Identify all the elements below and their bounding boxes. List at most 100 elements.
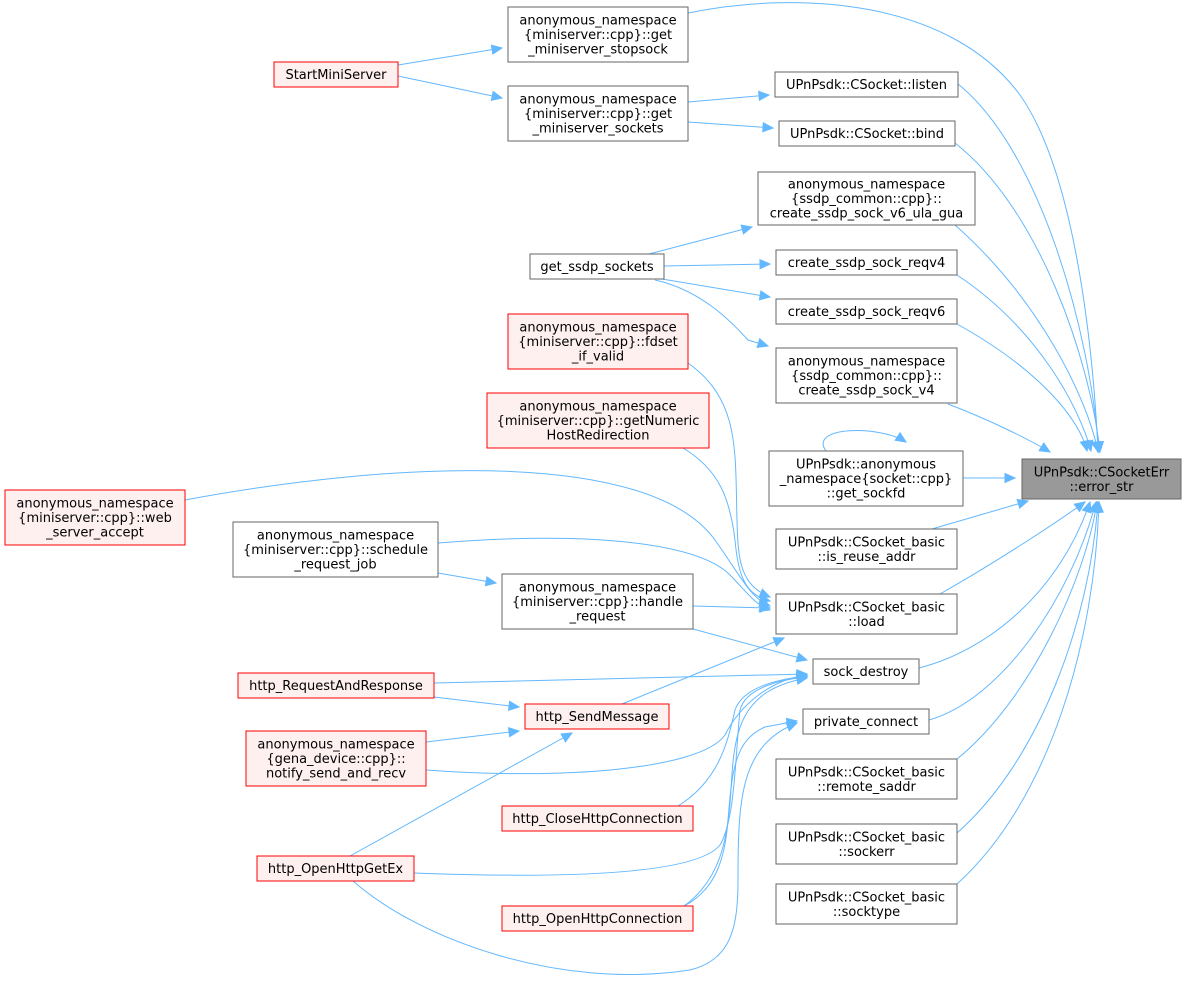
node-label-line: UPnPsdk::CSocket_basic — [788, 600, 945, 615]
node-remote_saddr[interactable]: UPnPsdk::CSocket_basic::remote_saddr — [775, 758, 958, 800]
edge-handle-to-load — [692, 628, 809, 663]
edge-load-to-error_str — [939, 501, 1086, 595]
edge-line — [692, 628, 808, 661]
edge-line — [397, 75, 503, 99]
node-label-line: {miniserver::cpp}::fdset — [518, 335, 677, 350]
edge-line — [928, 501, 1097, 721]
node-label-line: UPnPsdk::CSocket_basic — [788, 890, 945, 905]
node-load[interactable]: UPnPsdk::CSocket_basic::load — [775, 593, 958, 635]
node-box — [232, 521, 439, 578]
node-sock_v4[interactable]: anonymous_namespace{ssdp_common::cpp}::c… — [775, 347, 958, 404]
edge-arrowhead — [758, 90, 771, 102]
node-sock_destroy[interactable]: sock_destroy — [812, 658, 920, 685]
node-private_connect[interactable]: private_connect — [802, 708, 930, 735]
node-box — [486, 392, 710, 449]
edge-arrowhead — [490, 44, 504, 55]
node-label-line: get_ssdp_sockets — [540, 260, 653, 275]
edge-line — [931, 500, 1029, 530]
node-handle[interactable]: anonymous_namespace{miniserver::cpp}::ha… — [501, 573, 694, 630]
edge-sock_destroy-to-error_str — [433, 668, 809, 684]
node-label-line: ::sockerr — [838, 845, 895, 860]
node-label-line: {miniserver::cpp}::schedule — [243, 543, 428, 558]
node-label-line: create_ssdp_sock_v6_ula_gua — [770, 207, 963, 222]
node-label-line: ::socktype — [833, 905, 900, 920]
edge-get_sockets-to-bind — [687, 121, 775, 133]
edge-ula_gua-to-error_str — [954, 224, 1102, 454]
edge-get_sockfd-to-error_str — [963, 472, 1017, 484]
edge-line — [687, 94, 770, 103]
node-label-line: anonymous_namespace — [788, 355, 945, 370]
edge-line — [954, 224, 1099, 453]
node-reqresp[interactable]: http_RequestAndResponse — [237, 672, 435, 699]
node-schedule[interactable]: anonymous_namespace{miniserver::cpp}::sc… — [232, 521, 439, 578]
node-fdset[interactable]: anonymous_namespace{miniserver::cpp}::fd… — [507, 313, 689, 370]
node-box — [757, 171, 976, 226]
edge-line — [687, 362, 771, 598]
node-listen[interactable]: UPnPsdk::CSocket::listen — [774, 71, 959, 98]
edge-get_ssdp-to-reqv4 — [663, 258, 772, 270]
node-get_sockfd[interactable]: UPnPsdk::anonymous_namespace{socket::cpp… — [768, 450, 964, 507]
edge-get_ssdp-to-sock_v4 — [654, 279, 770, 349]
edge-arrowhead — [758, 290, 772, 301]
edge-line — [956, 274, 1092, 452]
node-box — [237, 672, 435, 699]
node-label-line: sock_destroy — [824, 665, 909, 680]
edge-arrowhead — [1038, 442, 1052, 453]
edge-line — [687, 121, 774, 129]
node-error_str[interactable]: UPnPsdk::CSocketErr::error_str — [1021, 458, 1182, 500]
edge-arrowhead — [507, 726, 521, 738]
node-box — [507, 85, 689, 142]
node-box — [507, 6, 689, 63]
node-notify[interactable]: anonymous_namespace{gena_device::cpp}::n… — [245, 730, 427, 787]
edge-arrowhead — [1093, 500, 1104, 513]
edge-bind-to-error_str — [954, 142, 1105, 454]
node-label-line: {miniserver::cpp}::get — [524, 28, 672, 43]
node-ula_gua[interactable]: anonymous_namespace{ssdp_common::cpp}::c… — [757, 171, 976, 226]
edge-arrowhead — [894, 431, 908, 443]
node-box — [775, 298, 958, 325]
edges-layer — [184, 2, 1105, 975]
node-box — [529, 253, 665, 280]
node-label-line: anonymous_namespace — [788, 178, 945, 193]
node-label-line: UPnPsdk::anonymous — [796, 458, 936, 473]
node-get_sockets[interactable]: anonymous_namespace{miniserver::cpp}::ge… — [507, 85, 689, 142]
edge-close_conn-to-sock_destroy — [349, 732, 574, 857]
node-reqv6[interactable]: create_ssdp_sock_reqv6 — [775, 298, 958, 325]
node-get_ssdp[interactable]: get_ssdp_sockets — [529, 253, 665, 280]
node-label-line: _request_job — [293, 558, 376, 573]
node-box — [775, 528, 958, 570]
node-label-line: private_connect — [814, 715, 918, 730]
node-reqv4[interactable]: create_ssdp_sock_reqv4 — [775, 249, 958, 276]
node-label-line: anonymous_namespace — [16, 497, 173, 512]
edge-sendmsg-to-load — [918, 500, 1092, 669]
node-sockerr[interactable]: UPnPsdk::CSocket_basic::sockerr — [775, 823, 958, 865]
node-label-line: http_CloseHttpConnection — [512, 812, 682, 827]
node-label-line: _miniserver_stopsock — [527, 43, 668, 58]
edge-line — [425, 674, 808, 775]
node-reuse[interactable]: UPnPsdk::CSocket_basic::is_reuse_addr — [775, 528, 958, 570]
node-get_stopsock[interactable]: anonymous_namespace{miniserver::cpp}::ge… — [507, 6, 689, 63]
node-label-line: ::error_str — [1070, 480, 1135, 495]
node-startminiserver[interactable]: StartMiniServer — [273, 61, 399, 88]
node-label-line: UPnPsdk::CSocket_basic — [788, 830, 945, 845]
node-web_accept[interactable]: anonymous_namespace{miniserver::cpp}::we… — [4, 489, 186, 546]
edge-arrowhead — [484, 576, 498, 587]
edge-arrowhead — [507, 700, 521, 712]
edge-numeric-to-load — [682, 447, 772, 604]
node-bind[interactable]: UPnPsdk::CSocket::bind — [778, 120, 956, 147]
node-open_conn[interactable]: http_OpenHttpConnection — [501, 905, 694, 932]
edge-line — [822, 430, 907, 452]
edge-arrowhead — [740, 224, 754, 235]
edge-arrowhead — [759, 258, 772, 270]
node-box — [4, 489, 186, 546]
node-socktype[interactable]: UPnPsdk::CSocket_basic::socktype — [775, 883, 958, 925]
node-openget[interactable]: http_OpenHttpGetEx — [256, 855, 415, 882]
node-label-line: ::get_sockfd — [827, 487, 906, 502]
node-label-line: _server_accept — [45, 526, 144, 541]
node-sendmsg[interactable]: http_SendMessage — [524, 703, 670, 730]
node-label-line: {ssdp_common::cpp}:: — [791, 192, 942, 207]
edge-listen-to-error_str — [957, 83, 1104, 454]
node-numeric[interactable]: anonymous_namespace{miniserver::cpp}::ge… — [486, 392, 710, 449]
node-close_conn[interactable]: http_CloseHttpConnection — [501, 805, 694, 832]
node-label-line: anonymous_namespace — [519, 400, 676, 415]
